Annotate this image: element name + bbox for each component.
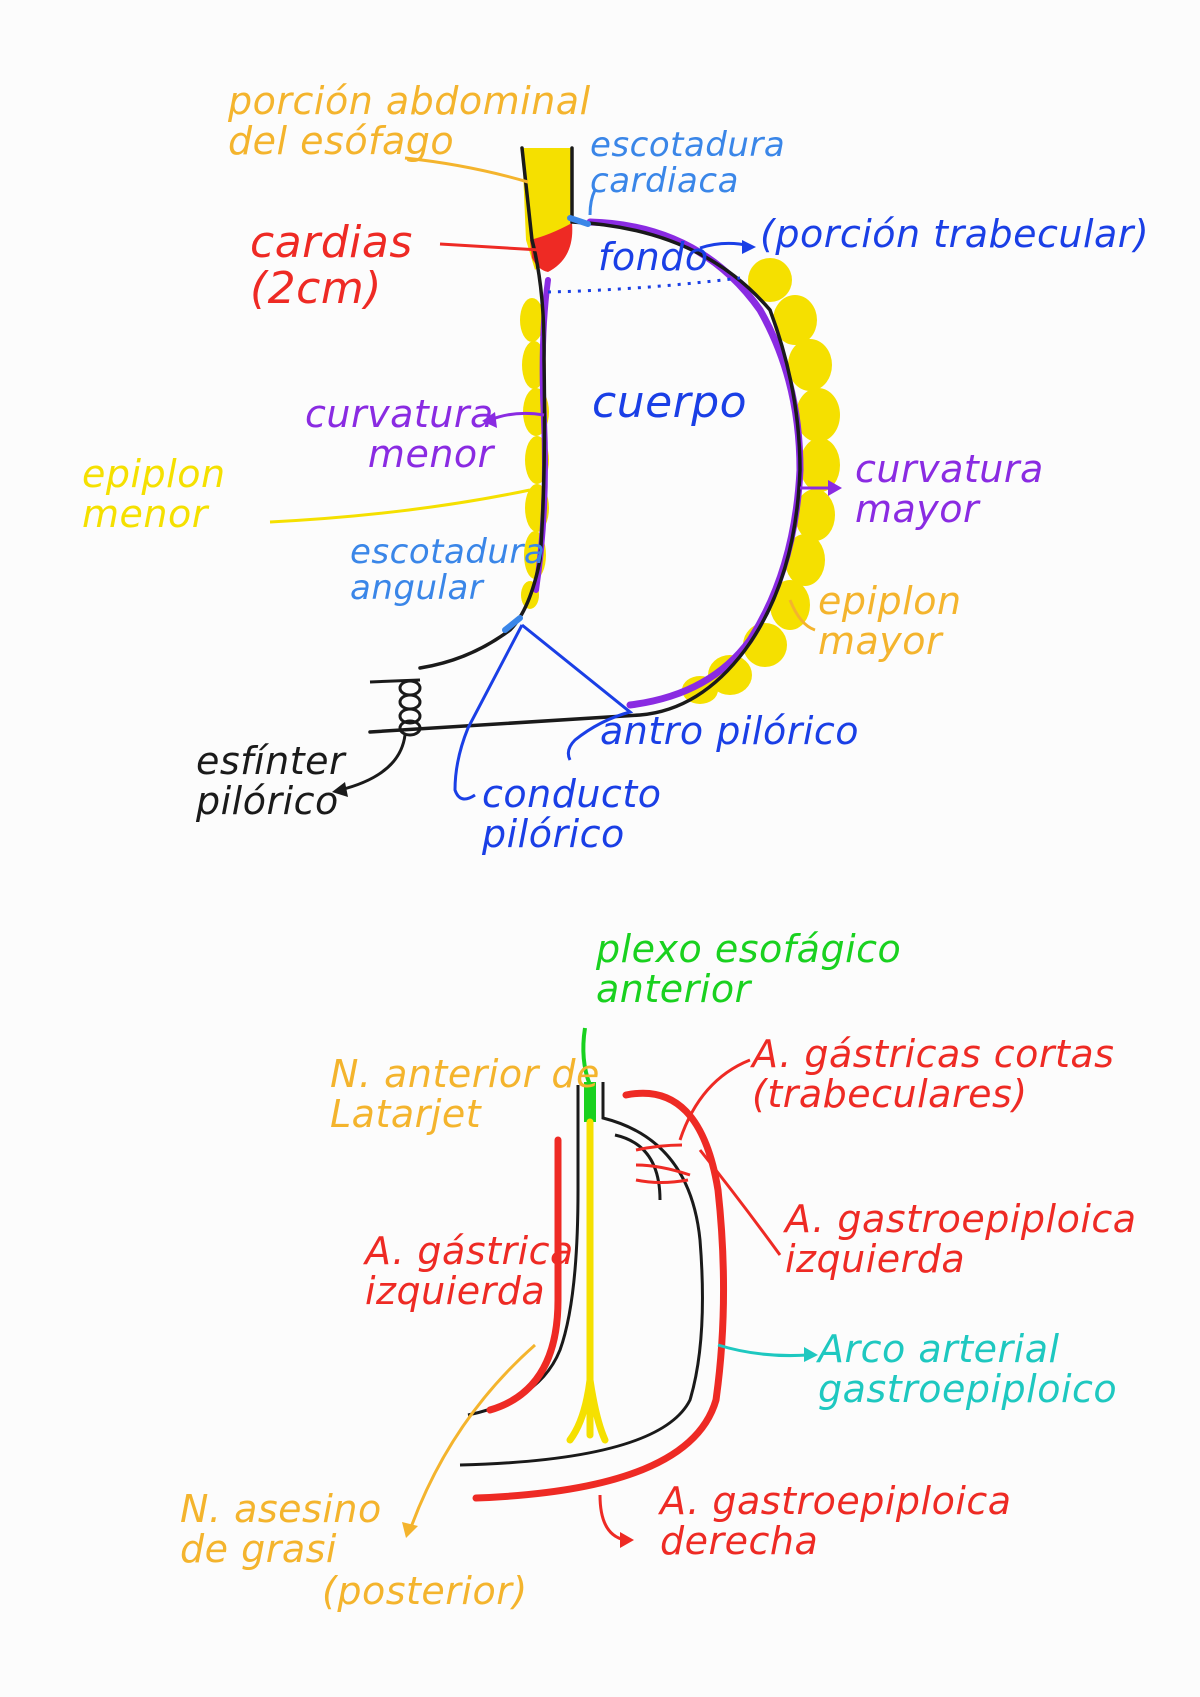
- stomach-outline: [418, 146, 547, 670]
- leader-epiplon-menor: [269, 488, 531, 524]
- leader-cardias: [439, 242, 541, 252]
- label-a-gastroepiploica-derecha: A. gastroepiploica derecha: [660, 1479, 1012, 1563]
- label-curvatura-menor: curvatura menor: [305, 392, 494, 476]
- vessel-stomach-outline-inner: [614, 1133, 662, 1201]
- latarjet-nerve: [566, 1118, 609, 1444]
- label-fondo: fondo: [598, 235, 709, 279]
- pylorus-line-top: [369, 678, 421, 684]
- leader-escotadura-cardiaca: [588, 189, 597, 216]
- arrow-curvatura-mayor: [828, 480, 842, 496]
- label-antro-pilorico: antro pilórico: [600, 709, 860, 753]
- label-conducto-pilorico: conducto pilórico: [482, 772, 662, 856]
- label-epiplon-menor: epiplon menor: [82, 452, 226, 536]
- arrow-arco-arterial: [804, 1347, 818, 1362]
- label-n-anterior-latarjet: N. anterior de Latarjet: [330, 1052, 600, 1136]
- cardiac-notch-marker: [567, 215, 591, 227]
- label-n-asesino-grasi: N. asesino de grasi: [180, 1487, 382, 1571]
- label-porcion-trabecular: (porción trabecular): [760, 212, 1150, 256]
- leader-gastroepiploica-izq: [698, 1149, 782, 1256]
- arco-gastroepiploico: [472, 1089, 728, 1502]
- stomach-vessels-diagram: [402, 1027, 818, 1548]
- a-gastricas-cortas-branches: [635, 1143, 691, 1184]
- cardias-fill: [530, 223, 573, 272]
- pyloric-antrum-line: [521, 623, 634, 761]
- label-escotadura-angular: escotadura angular: [350, 532, 546, 608]
- leader-arco-arterial: [717, 1343, 809, 1358]
- pyloric-canal-line: [453, 624, 524, 801]
- arrow-gastroepiploica-der: [620, 1532, 634, 1548]
- label-escotadura-cardiaca: escotadura cardiaca: [590, 125, 786, 201]
- a-gastrica-izquierda: [486, 1136, 562, 1414]
- leader-epiplon-mayor: [788, 599, 816, 632]
- leader-gastricas-cortas: [678, 1058, 751, 1141]
- leader-asesino-grasi: [408, 1343, 536, 1531]
- label-posterior: (posterior): [322, 1569, 528, 1613]
- label-epiplon-mayor: epiplon mayor: [818, 579, 962, 663]
- arrow-esfinter: [332, 782, 348, 797]
- arrow-fondo: [742, 240, 756, 254]
- plexo-esofagico-nerve: [581, 1027, 592, 1086]
- stomach-outline-greater: [368, 146, 802, 734]
- stomach-anatomy-diagram: [269, 146, 842, 801]
- label-plexo-esofagico: plexo esofágico anterior: [596, 927, 902, 1011]
- arrow-asesino-grasi: [402, 1522, 418, 1538]
- label-a-gastricas-cortas: A. gástricas cortas (trabeculares): [752, 1032, 1115, 1116]
- angular-notch-marker: [502, 615, 523, 633]
- label-esfinter-pilorico: esfínter pilórico: [196, 739, 346, 823]
- greater-omentum-fill: [682, 258, 840, 704]
- fundus-divider: [547, 276, 741, 294]
- vessel-stomach-outline-right: [459, 1082, 704, 1467]
- label-cardias: cardias (2cm): [250, 217, 413, 315]
- label-a-gastrica-izquierda: A. gástrica izquierda: [365, 1229, 574, 1313]
- label-curvatura-mayor: curvatura mayor: [855, 447, 1044, 531]
- plexo-esofagico-segment: [584, 1082, 596, 1122]
- label-porcion-abdominal: porción abdominal del esófago: [228, 79, 591, 163]
- pyloric-sphincter-coil: [398, 679, 422, 737]
- leader-esfinter: [339, 734, 407, 792]
- arrow-curvatura-menor: [482, 412, 497, 428]
- label-arco-arterial: Arco arterial gastroepiploico: [818, 1327, 1118, 1411]
- leader-porcion-abdominal: [404, 156, 529, 184]
- label-a-gastroepiploica-izquierda: A. gastroepiploica izquierda: [785, 1197, 1137, 1281]
- label-cuerpo: cuerpo: [592, 377, 748, 428]
